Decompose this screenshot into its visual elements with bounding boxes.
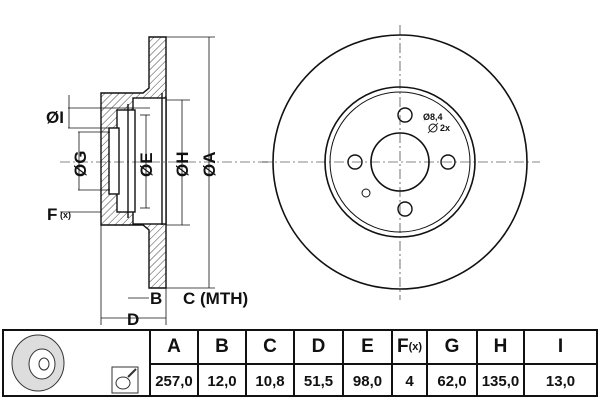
dimensions-table: A B C D E F(x) G H I 257,0 12,0 10,8 51,…	[2, 329, 598, 397]
technical-drawing: ØI ØG ØE ØH ØA F (x) B C (MTH) D Ø8,4 2x	[46, 25, 540, 329]
dim-label-e: ØE	[137, 152, 156, 177]
value-b: 12,0	[197, 365, 245, 397]
header-g: G	[426, 331, 476, 365]
dim-label-b: B	[150, 289, 162, 308]
value-g: 62,0	[426, 365, 476, 397]
header-f-suffix: (x)	[408, 341, 423, 353]
dim-label-f-sub: (x)	[60, 210, 71, 220]
value-i: 13,0	[523, 365, 596, 397]
value-d: 51,5	[293, 365, 342, 397]
value-c: 10,8	[245, 365, 293, 397]
header-h: H	[476, 331, 523, 365]
value-a: 257,0	[149, 365, 197, 397]
hole-diameter-note: Ø8,4	[423, 112, 443, 122]
dim-label-c: C (MTH)	[183, 289, 248, 308]
header-f-letter: F	[396, 336, 409, 357]
bolt-hole	[397, 201, 413, 217]
disc-thumbnail-icon	[11, 334, 139, 394]
dim-label-h: ØH	[173, 152, 192, 178]
dim-label-f: F	[47, 205, 57, 224]
header-b: B	[197, 331, 245, 365]
small-hole	[361, 188, 371, 198]
value-e: 98,0	[342, 365, 391, 397]
dim-label-i: ØI	[46, 108, 64, 127]
small-hole	[428, 123, 438, 133]
header-e: E	[342, 331, 391, 365]
dimension-labels: ØI ØG ØE ØH ØA F (x) B C (MTH) D	[46, 108, 248, 329]
side-section-view	[60, 36, 270, 325]
bolt-hole	[397, 107, 413, 123]
header-d: D	[293, 331, 342, 365]
value-h: 135,0	[476, 365, 523, 397]
value-f: 4	[391, 365, 426, 397]
front-view	[262, 25, 540, 300]
dim-label-g: ØG	[71, 151, 90, 177]
header-c: C	[245, 331, 293, 365]
header-i: I	[523, 331, 596, 365]
header-f: F(x)	[391, 331, 426, 365]
hole-count-note: 2x	[440, 123, 450, 133]
dim-label-a: ØA	[200, 152, 219, 178]
dim-label-d: D	[127, 310, 139, 329]
header-a: A	[149, 331, 197, 365]
